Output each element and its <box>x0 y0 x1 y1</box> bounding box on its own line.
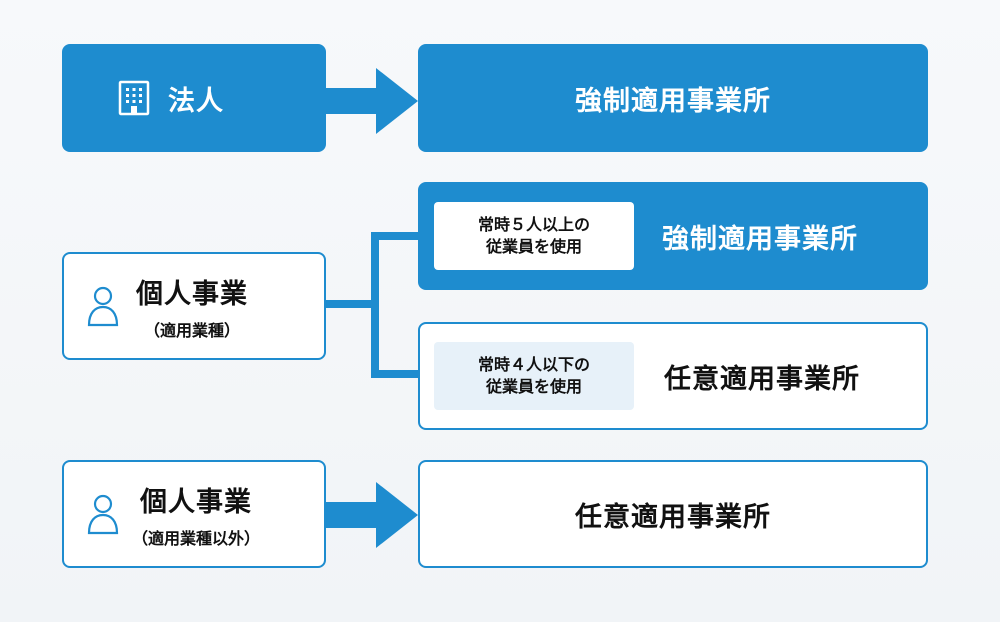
sole-proprietor-title: 個人事業 <box>140 486 252 518</box>
corporation-label: 法人 <box>168 85 224 117</box>
condition-line1: 常時４人以下の <box>477 355 590 374</box>
condition-line2: 従業員を使用 <box>485 377 582 396</box>
optional-office-box-1: 常時４人以下の 従業員を使用 任意適用事業所 <box>418 322 928 430</box>
mandatory-office-box-2: 常時５人以上の 従業員を使用 強制適用事業所 <box>418 182 928 290</box>
condition-tag-4-or-less: 常時４人以下の 従業員を使用 <box>434 342 634 410</box>
sole-proprietor-text: 個人事業 （適用業種） <box>136 272 248 341</box>
condition-line1: 常時５人以上の <box>477 215 590 234</box>
mandatory-office-box-1: 強制適用事業所 <box>418 44 928 152</box>
optional-office-box-2: 任意適用事業所 <box>418 460 928 568</box>
sole-proprietor-non-applicable-box: 個人事業 （適用業種以外） <box>62 460 326 568</box>
arrow-row1 <box>326 68 418 134</box>
sole-proprietor-applicable-box: 個人事業 （適用業種） <box>62 252 326 360</box>
optional-office-label: 任意適用事業所 <box>664 363 860 395</box>
mandatory-office-label: 強制適用事業所 <box>662 223 858 255</box>
sole-proprietor-subtitle: （適用業種以外） <box>132 528 261 548</box>
corporation-box: 法人 <box>62 44 326 152</box>
condition-line2: 従業員を使用 <box>485 237 582 256</box>
optional-office-label: 任意適用事業所 <box>575 501 771 533</box>
sole-proprietor-text: 個人事業 （適用業種以外） <box>132 480 260 549</box>
branch-connector <box>326 232 418 378</box>
sole-proprietor-subtitle: （適用業種） <box>143 320 240 340</box>
mandatory-office-label: 強制適用事業所 <box>575 85 771 117</box>
sole-proprietor-title: 個人事業 <box>136 278 248 310</box>
person-icon <box>84 285 122 327</box>
condition-tag-5-or-more: 常時５人以上の 従業員を使用 <box>434 202 634 270</box>
person-icon <box>84 493 122 535</box>
arrow-row3 <box>326 482 418 548</box>
building-icon <box>118 80 150 116</box>
